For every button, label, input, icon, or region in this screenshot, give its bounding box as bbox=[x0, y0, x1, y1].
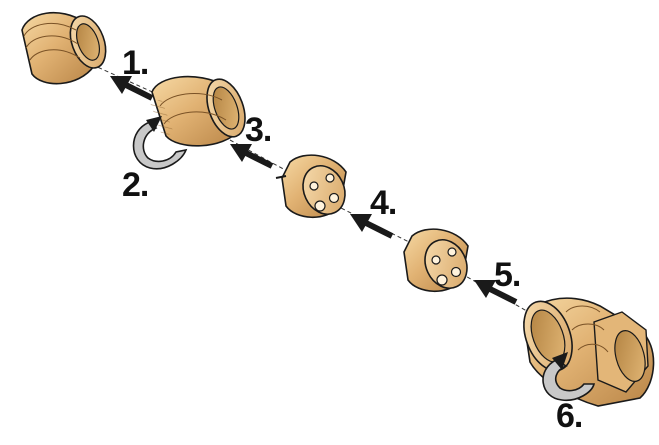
rotation-arrow-icon bbox=[542, 352, 596, 402]
step-5-label: 5. bbox=[494, 256, 521, 294]
arrow-icon bbox=[230, 144, 274, 169]
step-6-label: 6. bbox=[556, 397, 583, 435]
threaded-sleeve-part bbox=[150, 75, 246, 147]
step-2-label: 2. bbox=[122, 166, 149, 204]
cartridge-disc-rear-part bbox=[403, 228, 469, 292]
rotation-arrow-icon bbox=[132, 116, 188, 170]
arrow-icon bbox=[110, 76, 154, 101]
step-3-label: 3. bbox=[245, 111, 272, 149]
ring-nut-part bbox=[21, 12, 107, 85]
arrow-icon bbox=[350, 214, 394, 239]
cartridge-disc-part bbox=[275, 154, 347, 218]
step-1-label: 1. bbox=[122, 44, 149, 82]
step-4-label: 4. bbox=[370, 184, 397, 222]
arrow-icon bbox=[474, 280, 518, 305]
